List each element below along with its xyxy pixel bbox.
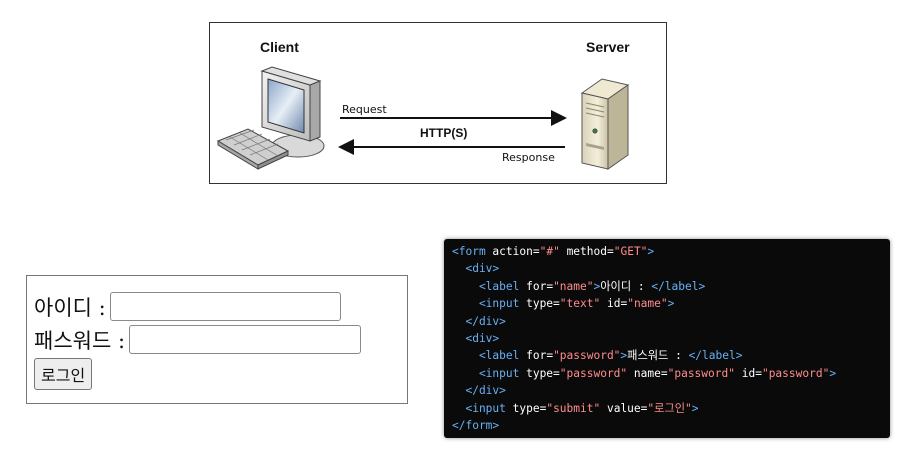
- client-computer-icon: [216, 66, 325, 170]
- server-tower-icon: [580, 78, 630, 170]
- code-tag: <input: [452, 366, 527, 380]
- code-space: [600, 297, 607, 310]
- code-attr: id: [741, 366, 756, 380]
- login-button[interactable]: 로그인: [34, 357, 93, 390]
- client-server-diagram: Client Server Request HTTP(S) Response: [209, 22, 667, 184]
- code-attr: name: [633, 366, 661, 380]
- code-space: [560, 245, 567, 258]
- client-label: Client: [260, 39, 299, 55]
- code-eq: =: [546, 279, 554, 293]
- code-tag: <input: [452, 401, 513, 415]
- code-string: "password": [553, 349, 621, 363]
- code-line: <div>: [452, 330, 890, 347]
- server-label: Server: [586, 39, 630, 55]
- code-eq: =: [620, 297, 628, 311]
- code-tag: <div>: [452, 331, 500, 345]
- code-eq: =: [539, 401, 547, 415]
- code-line: </div>: [452, 382, 890, 399]
- code-line: <label for="name">아이디 : </label>: [452, 278, 890, 295]
- id-label: 아이디 :: [34, 295, 106, 320]
- code-tag: <label: [452, 279, 527, 293]
- request-label: Request: [342, 103, 387, 116]
- code-string: "name": [553, 279, 594, 293]
- code-space: [627, 367, 634, 380]
- code-attr: value: [606, 401, 641, 415]
- login-form-preview: 아이디 : 패스워드 : 로그인: [26, 275, 408, 404]
- code-tag: </div>: [452, 314, 506, 328]
- code-string: "submit": [546, 401, 601, 415]
- code-text: 아이디 :: [600, 279, 652, 293]
- code-line: <input type="text" id="name">: [452, 295, 890, 312]
- password-label: 패스워드 :: [34, 328, 126, 353]
- code-string: "text": [559, 297, 601, 311]
- password-row: 패스워드 :: [34, 323, 407, 356]
- code-tag: >: [593, 279, 601, 293]
- code-string: "GET": [613, 245, 648, 258]
- code-attr: for: [526, 349, 547, 363]
- code-attr: type: [512, 401, 540, 415]
- code-tag: </label>: [651, 279, 706, 293]
- code-eq: =: [660, 366, 668, 380]
- code-eq: =: [553, 366, 560, 380]
- code-attr: type: [526, 366, 554, 380]
- code-line: <input type="submit" value="로그인">: [452, 400, 890, 417]
- code-tag: >: [647, 245, 655, 258]
- code-tag: </label>: [688, 349, 743, 363]
- code-line: <form action="#" method="GET">: [452, 243, 890, 260]
- code-tag: >: [691, 401, 699, 415]
- code-line: <label for="password">패스워드 : </label>: [452, 347, 890, 364]
- code-tag: >: [620, 349, 628, 363]
- code-string: "로그인": [647, 401, 692, 415]
- name-input[interactable]: [109, 292, 341, 321]
- code-tag: </div>: [452, 384, 506, 398]
- password-input[interactable]: [129, 325, 362, 354]
- submit-row: 로그인: [34, 356, 407, 390]
- code-tag: <input: [452, 297, 527, 311]
- code-attr: action: [492, 245, 533, 258]
- response-label: Response: [502, 151, 555, 164]
- code-line: <input type="password" name="password" i…: [452, 365, 890, 382]
- code-tag: </form>: [452, 418, 500, 432]
- code-string: "password": [559, 366, 628, 380]
- code-attr: type: [526, 297, 554, 311]
- code-space: [735, 367, 742, 380]
- protocol-label: HTTP(S): [420, 126, 467, 140]
- code-tag: >: [667, 297, 675, 311]
- code-eq: =: [546, 349, 554, 363]
- code-attr: id: [606, 297, 621, 311]
- code-tag: <form: [452, 245, 493, 258]
- code-string: "name": [627, 297, 668, 311]
- code-line: </div>: [452, 313, 890, 330]
- code-attr: for: [526, 279, 547, 293]
- code-eq: =: [606, 245, 614, 258]
- code-attr: method: [566, 245, 607, 258]
- code-string: "#": [539, 245, 560, 258]
- code-string: "password": [667, 366, 735, 380]
- code-line: <div>: [452, 260, 890, 277]
- code-line: </form>: [452, 417, 890, 434]
- code-tag: >: [829, 366, 837, 380]
- code-eq: =: [640, 401, 648, 415]
- html-code-block: <form action="#" method="GET"> <div> <la…: [444, 239, 890, 438]
- code-tag: <label: [452, 349, 527, 363]
- code-tag: <div>: [452, 262, 500, 276]
- code-space: [600, 402, 607, 415]
- code-eq: =: [755, 366, 762, 380]
- code-eq: =: [553, 297, 560, 311]
- code-eq: =: [532, 245, 540, 258]
- id-row: 아이디 :: [34, 290, 407, 323]
- code-string: "password": [761, 366, 830, 380]
- diagram-canvas: Client Server Request HTTP(S) Response: [216, 39, 630, 170]
- code-text: 패스워드 :: [627, 349, 689, 363]
